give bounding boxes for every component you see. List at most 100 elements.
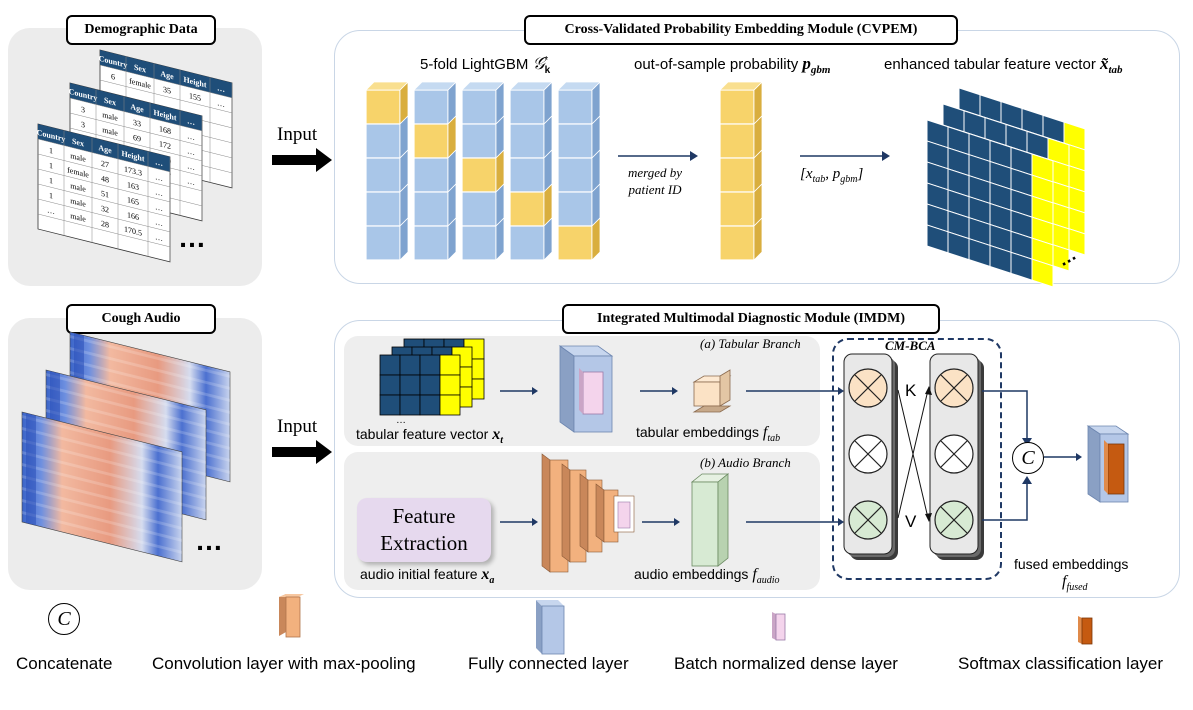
v-label: V bbox=[905, 512, 917, 531]
lightgbm-label: 5-fold LightGBM 𝒢k* bbox=[420, 54, 551, 76]
table-header-cell: Sex bbox=[72, 137, 85, 149]
table-cell: male bbox=[70, 181, 86, 194]
tab-arrow-1 bbox=[500, 387, 538, 395]
table-header-cell: Age bbox=[98, 143, 112, 155]
table-cell: 35 bbox=[163, 85, 171, 96]
table-cell: male bbox=[70, 196, 86, 209]
input-arrow-bottom bbox=[272, 440, 332, 464]
audio-arrow-1 bbox=[500, 518, 538, 526]
table-cell: … bbox=[155, 202, 163, 213]
table-cell: 1 bbox=[49, 146, 53, 156]
audio-arrow-2 bbox=[642, 518, 680, 526]
table-cell: male bbox=[70, 151, 86, 164]
legend-fc-icon bbox=[536, 600, 565, 655]
table-header-cell: … bbox=[187, 116, 195, 127]
oos-cell bbox=[719, 89, 755, 125]
lightgbm-fold-4 bbox=[509, 81, 553, 261]
table-cell: male bbox=[102, 125, 118, 138]
legend-softmax: Softmax classification layer bbox=[958, 654, 1164, 673]
legend-softmax-icon bbox=[1078, 616, 1093, 645]
cmbca-output-column bbox=[929, 353, 984, 560]
table-cell: male bbox=[102, 110, 118, 123]
table-cell: male bbox=[70, 211, 86, 224]
legend-conv-icon bbox=[279, 594, 304, 638]
table-cell: 3 bbox=[81, 120, 85, 130]
oos-cell bbox=[719, 157, 755, 193]
tabular-branch-label: (a) Tabular Branch bbox=[700, 336, 801, 351]
cmbca-dashed-box bbox=[832, 338, 1002, 580]
table-cell: 69 bbox=[133, 133, 141, 144]
legend-bn: Batch normalized dense layer bbox=[674, 654, 898, 673]
cmbca-diagram bbox=[843, 353, 984, 560]
oos-cell bbox=[719, 191, 755, 227]
table-cell: 32 bbox=[101, 204, 109, 215]
tabular-grid-layer-3 bbox=[379, 354, 461, 416]
k-label: K bbox=[905, 381, 917, 400]
table-cell: 165 bbox=[127, 195, 139, 207]
lightgbm-fold-5 bbox=[557, 81, 601, 261]
cmbca-query-column bbox=[843, 353, 898, 560]
table-cell: 155 bbox=[189, 91, 201, 103]
legend-conv: Convolution layer with max-pooling bbox=[152, 654, 416, 673]
concat-circle: C bbox=[1012, 442, 1044, 474]
table-cell: … bbox=[155, 217, 163, 228]
table-header-cell: Sex bbox=[134, 63, 147, 75]
lightgbm-fold-2 bbox=[413, 81, 457, 261]
table-cell: … bbox=[47, 205, 55, 216]
table-header-cell: Sex bbox=[104, 96, 117, 108]
tabular-embedding-cube bbox=[692, 369, 732, 413]
cvpem-title: Cross-Validated Probability Embedding Mo… bbox=[524, 15, 958, 45]
lightgbm-folds bbox=[365, 81, 601, 261]
concat-arrow bbox=[800, 151, 890, 161]
table-cell: 163 bbox=[127, 180, 139, 192]
feature-extraction-box: Feature Extraction bbox=[357, 498, 491, 562]
oos-cell bbox=[719, 225, 755, 261]
audio-init-label: audio initial feature xa bbox=[360, 566, 495, 586]
table-cell: 172 bbox=[159, 139, 171, 151]
table-header-cell: … bbox=[217, 83, 225, 94]
concat-formula: [xtab, pgbm] bbox=[800, 166, 864, 185]
input-arrow-top bbox=[272, 148, 332, 172]
merge-arrow bbox=[618, 151, 698, 161]
cough-ellipsis: … bbox=[195, 525, 223, 556]
audio-conv-stack bbox=[541, 453, 635, 573]
audio-branch-label: (b) Audio Branch bbox=[700, 455, 791, 470]
fused-symbol: ffused bbox=[1062, 573, 1088, 594]
input-label-bottom: Input bbox=[277, 416, 318, 437]
table-cell: … bbox=[187, 176, 195, 187]
table-cell: 1 bbox=[49, 161, 53, 171]
tab-arrow-2 bbox=[640, 387, 678, 395]
enhanced-feature-stack bbox=[926, 87, 1086, 288]
table-cell: … bbox=[155, 172, 163, 183]
audio-emb-label: audio embeddings faudio bbox=[634, 566, 780, 586]
table-cell: 51 bbox=[101, 189, 109, 200]
table-cell: 28 bbox=[101, 219, 109, 230]
cmbca-label: CM-BCA bbox=[885, 338, 936, 353]
tabular-vec-label: tabular feature vector xt bbox=[356, 426, 503, 446]
table-cell: 6 bbox=[111, 72, 115, 82]
table-cell: 168 bbox=[159, 124, 171, 136]
tabular-grid-ellipsis: … bbox=[396, 415, 406, 426]
conv-bn-layer bbox=[617, 501, 631, 529]
cough-title: Cough Audio bbox=[66, 304, 216, 334]
table-cell: … bbox=[187, 161, 195, 172]
table-cell: … bbox=[155, 232, 163, 243]
oos-label: out-of-sample probability pgbm bbox=[634, 54, 831, 76]
concat-to-fused-arrow bbox=[1044, 453, 1082, 461]
oos-cell bbox=[719, 123, 755, 159]
spectrogram-front bbox=[21, 411, 183, 563]
fused-label: fused embeddings bbox=[1014, 556, 1129, 572]
legend-concat-icon: C bbox=[48, 603, 80, 635]
spectrogram-stack bbox=[21, 331, 231, 563]
legend-concatenate: Concatenate bbox=[16, 654, 113, 673]
demographic-ellipsis: … bbox=[178, 222, 206, 253]
enhanced-label: enhanced tabular feature vector x̃tab bbox=[884, 54, 1123, 76]
demographic-title: Demographic Data bbox=[66, 15, 216, 45]
table-cell: 33 bbox=[133, 118, 141, 129]
legend-bn-icon bbox=[772, 612, 786, 641]
table-cell: … bbox=[155, 187, 163, 198]
table-header-cell: Age bbox=[160, 69, 174, 81]
tabular-feature-grid: … bbox=[379, 338, 485, 426]
